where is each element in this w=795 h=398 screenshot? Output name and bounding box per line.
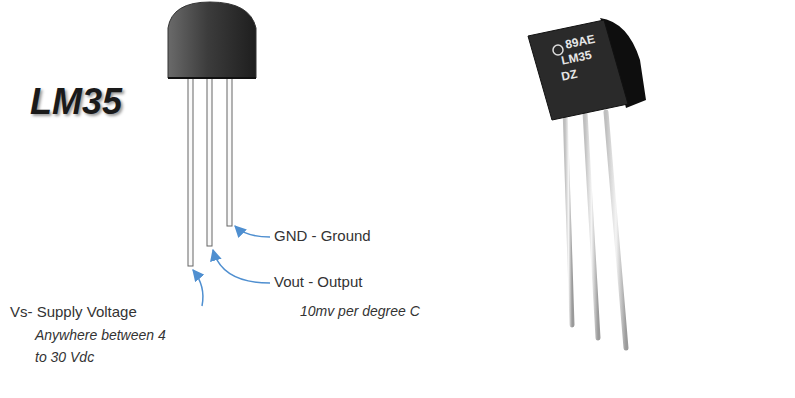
supply-note: Anywhere between 4 to 30 Vdc (35, 325, 173, 368)
gnd-leader (235, 226, 270, 237)
photo-leg (606, 112, 626, 348)
scale-note: 10mv per degree C (300, 303, 420, 320)
part-title: LM35 (30, 80, 122, 123)
vout-leader (213, 250, 270, 283)
photo-leg (565, 108, 572, 325)
to92-drawing (168, 2, 256, 266)
gnd-label: GND - Ground (274, 227, 371, 245)
package-body (168, 2, 256, 78)
lm35-photo (528, 18, 646, 348)
photo-leg (585, 112, 598, 338)
vs-leader (193, 270, 203, 306)
gnd-leg (227, 74, 232, 226)
vs-leg (188, 74, 193, 266)
package-base (168, 77, 256, 79)
photo-body-face (528, 20, 628, 120)
vs-label: Vs- Supply Voltage (10, 303, 137, 321)
vout-label: Vout - Output (274, 273, 362, 291)
vout-leg (207, 74, 212, 246)
